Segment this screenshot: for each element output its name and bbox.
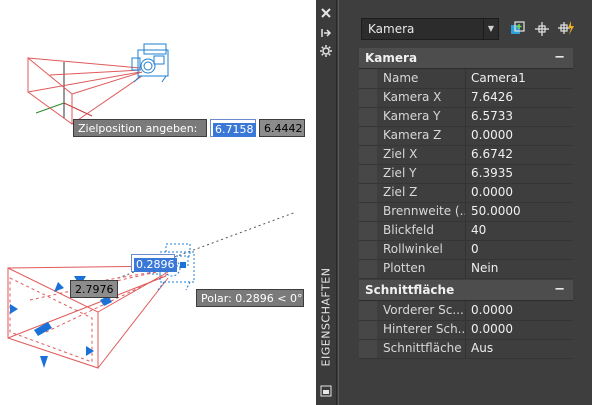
property-label: Kamera Z [383,128,442,142]
collapse-icon[interactable]: − [554,282,565,297]
length-dimension-value: 2.7976 [75,283,114,296]
property-label: Hinterer Sch... [383,322,465,336]
dynamic-input-y-field[interactable]: 6.4442 [259,119,305,137]
property-value[interactable]: 40 [471,223,487,237]
property-row-target-x[interactable]: Ziel X 6.6742 [359,145,573,165]
column-divider[interactable] [465,126,466,145]
property-label: Vorderer Sc... [383,303,464,317]
property-row-target-z[interactable]: Ziel Z 0.0000 [359,183,573,203]
property-value[interactable]: Camera1 [471,71,526,85]
property-row-roll-angle[interactable]: Rollwinkel 0 [359,240,573,260]
column-divider[interactable] [465,164,466,183]
properties-palette: EIGENSCHAFTEN Kamera ▼ Kamera − Name Cam… [316,0,592,405]
settings-icon[interactable] [319,44,333,58]
property-value[interactable]: 0.0000 [471,128,513,142]
property-label: Name [383,71,419,85]
collapse-icon[interactable]: − [554,50,565,65]
column-divider[interactable] [465,69,466,88]
palette-title: EIGENSCHAFTEN [318,262,334,372]
quick-select-icon[interactable] [557,20,575,38]
dynamic-input-x-field[interactable]: 6.7158 [210,119,256,137]
column-divider[interactable] [465,240,466,259]
top-camera-frustum [27,56,143,125]
chevron-down-icon[interactable]: ▼ [483,19,498,39]
property-label: Kamera X [383,90,442,104]
palette-title-strip: EIGENSCHAFTEN [316,0,337,405]
column-divider[interactable] [465,88,466,107]
column-divider[interactable] [465,339,466,358]
property-value[interactable]: 6.6742 [471,147,513,161]
column-divider[interactable] [465,221,466,240]
property-label: Ziel Y [383,166,417,180]
distance-input-field[interactable]: 0.2896 [131,254,177,272]
property-value[interactable]: Nein [471,261,499,275]
property-value[interactable]: 50.0000 [471,204,521,218]
property-value[interactable]: 7.6426 [471,90,513,104]
property-row-back-clip[interactable]: Hinterer Sch... 0.0000 [359,320,573,340]
polar-tracking-text: Polar: 0.2896 < 0° [201,292,303,305]
property-row-camera-x[interactable]: Kamera X 7.6426 [359,88,573,108]
object-type-value: Kamera [368,22,415,36]
dynamic-input-x-value: 6.7158 [213,123,256,137]
property-label: Brennweite (... [383,204,465,218]
property-label: Ziel X [383,147,418,161]
section-title-clipping: Schnittfläche [365,283,455,297]
property-value[interactable]: 6.5733 [471,109,513,123]
section-gutter-camera [359,69,377,278]
drawing-viewport[interactable]: Zielposition angeben: 6.7158 6.4442 0.28… [0,0,316,405]
property-label: Schnittfläche [383,341,462,355]
frustum-grips[interactable] [10,276,112,368]
property-label: Kamera Y [383,109,441,123]
property-value[interactable]: 0.0000 [471,185,513,199]
section-gutter-clipping [359,301,377,358]
close-icon[interactable] [319,6,333,20]
property-row-clipping[interactable]: Schnittfläche Aus [359,339,573,359]
column-divider[interactable] [465,145,466,164]
toggle-pickadd-icon[interactable] [509,20,527,38]
auto-hide-icon[interactable] [319,26,333,40]
section-header-clipping[interactable]: Schnittfläche − [359,280,573,301]
palette-content: Kamera ▼ Kamera − Name Camera1 Kamera X … [338,0,592,405]
palette-scrollbar[interactable] [577,44,587,364]
column-divider[interactable] [465,301,466,320]
property-value[interactable]: 6.3935 [471,166,513,180]
property-row-camera-z[interactable]: Kamera Z 0.0000 [359,126,573,146]
dynamic-input-prompt: Zielposition angeben: [73,119,207,137]
column-divider[interactable] [465,183,466,202]
property-row-front-clip[interactable]: Vorderer Sc... 0.0000 [359,301,573,321]
property-row-camera-y[interactable]: Kamera Y 6.5733 [359,107,573,127]
dynamic-input-prompt-text: Zielposition angeben: [78,122,198,135]
section-title-camera: Kamera [365,51,418,65]
select-objects-icon[interactable] [533,20,551,38]
palette-title-text: EIGENSCHAFTEN [319,267,333,367]
polar-tracking-tooltip: Polar: 0.2896 < 0° [196,289,304,307]
target-grip[interactable] [180,262,186,268]
property-label: Ziel Z [383,185,418,199]
top-camera-icon[interactable] [131,43,169,83]
column-divider[interactable] [465,202,466,221]
object-type-dropdown[interactable]: Kamera ▼ [361,18,499,40]
column-divider[interactable] [465,320,466,339]
property-label: Rollwinkel [383,242,443,256]
column-divider[interactable] [465,259,466,278]
property-label: Plotten [383,261,426,275]
ucs-x-axis [63,102,93,117]
property-row-plot[interactable]: Plotten Nein [359,259,573,279]
dynamic-input-y-value: 6.4442 [264,122,303,135]
property-value[interactable]: 0.0000 [471,322,513,336]
property-value[interactable]: 0.0000 [471,303,513,317]
property-row-focal-length[interactable]: Brennweite (... 50.0000 [359,202,573,222]
property-label: Blickfeld [383,223,435,237]
column-divider[interactable] [465,107,466,126]
property-row-target-y[interactable]: Ziel Y 6.3935 [359,164,573,184]
property-value[interactable]: Aus [471,341,494,355]
property-row-name[interactable]: Name Camera1 [359,69,573,89]
length-dimension-label: 2.7976 [70,280,118,298]
property-value[interactable]: 0 [471,242,479,256]
drawing-canvas[interactable] [0,0,316,405]
section-header-camera[interactable]: Kamera − [359,48,573,69]
distance-input-value: 0.2896 [134,258,177,272]
palette-menu-icon[interactable] [319,384,333,398]
property-row-field-of-view[interactable]: Blickfeld 40 [359,221,573,241]
